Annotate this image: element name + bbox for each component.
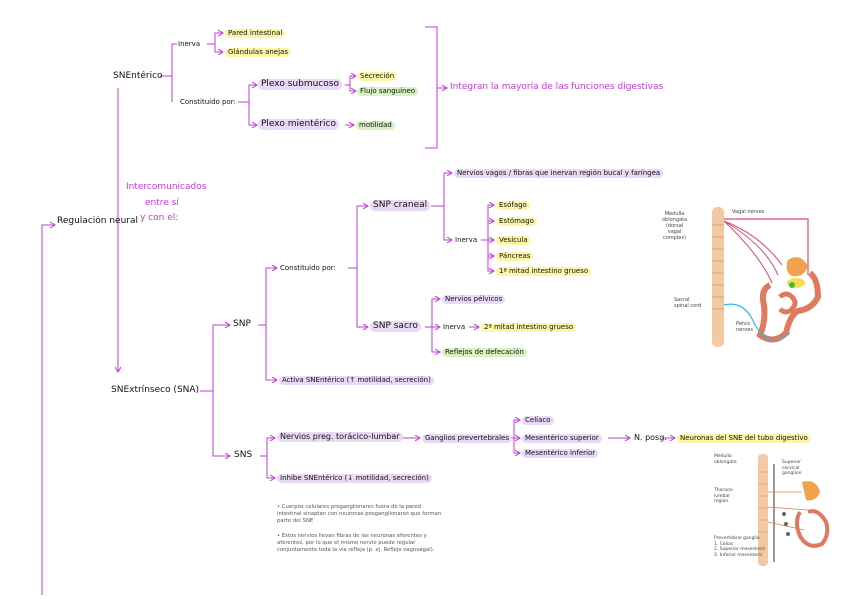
snp-sacro: SNP sacro [370, 321, 421, 332]
plexo-mienterico: Plexo mientérico [258, 119, 339, 130]
ganglio-mes-sup: Mesentérico superior [522, 434, 602, 443]
sacro-nervios: Nervios pélvicos [442, 295, 506, 304]
sne-constituido: Constituido por: [180, 98, 236, 106]
sns-npost: N. posg. [634, 433, 667, 442]
craneal-pancreas: Páncreas [496, 252, 534, 261]
sne-label: SNEntérico [113, 71, 163, 81]
sna-label: SNExtrínseco (SNA) [111, 385, 200, 395]
regulacion-label: Regulación neural [57, 216, 138, 226]
ganglio-celiaco: Celíaco [522, 416, 554, 425]
sacro-intestino: 2ª mitad intestino grueso [481, 323, 577, 332]
note-2: • Estos nervios llevan fibras de las neu… [277, 533, 435, 553]
sne-inerva-glandulas: Glándulas anejas [225, 48, 291, 57]
sns-inhibe: Inhibe SNEntérico (↓ motilidad, secreció… [277, 474, 432, 483]
sns-label: SNS [234, 450, 253, 460]
craneal-estomago: Estómago [496, 217, 537, 226]
snp-activa: Activa SNEntérico (↑ motilidad, secreció… [279, 376, 434, 385]
sns-nervios: Nervios preg. torácico-lumbar [277, 432, 403, 442]
fig1-vagal: Vagal nerves [732, 209, 765, 215]
snp-constituido: Constituido por: [280, 264, 336, 272]
submucoso-secrecion: Secreción [357, 72, 398, 81]
parasympathetic-illustration [712, 207, 822, 347]
sacro-reflejos: Reflejos de defecación [442, 348, 527, 357]
sacro-inerva: Inerva [443, 323, 466, 331]
craneal-inerva: Inerva [455, 236, 478, 244]
sne-inerva-pared: Pared intestinal [225, 29, 286, 38]
mienterico-motilidad: motilidad [356, 121, 395, 130]
sne-inerva: Inerva [178, 40, 201, 48]
snp-craneal: SNP craneal [370, 200, 431, 211]
craneal-esofago: Esófago [496, 201, 530, 210]
note-1: • Cuerpos celulares preganglionares fuer… [277, 504, 442, 524]
interconexion-line-3: y con el: [140, 213, 179, 223]
sne-funcion: Integran la mayoría de las funciones dig… [450, 82, 664, 92]
sns-neuronas: Neuronas del SNE del tubo digestivo [677, 434, 811, 443]
plexo-submucoso: Plexo submucoso [258, 79, 342, 90]
submucoso-flujo: Flujo sanguíneo [357, 87, 419, 96]
craneal-vesicula: Vesícula [496, 236, 531, 245]
sympathetic-illustration [758, 454, 830, 566]
ganglio-mes-inf: Mesentérico inferior [522, 449, 599, 458]
snp-label: SNP [233, 319, 251, 329]
sns-ganglios: Ganglios prevertebrales [422, 434, 512, 443]
interconexion-line-2: entre sí [145, 198, 179, 208]
craneal-intestino: 1ª mitad intestino grueso [496, 267, 592, 276]
craneal-nervios: Nervios vagos / fibras que inervan regió… [454, 169, 664, 178]
interconexion-line-1: Intercomunicados [126, 182, 207, 192]
